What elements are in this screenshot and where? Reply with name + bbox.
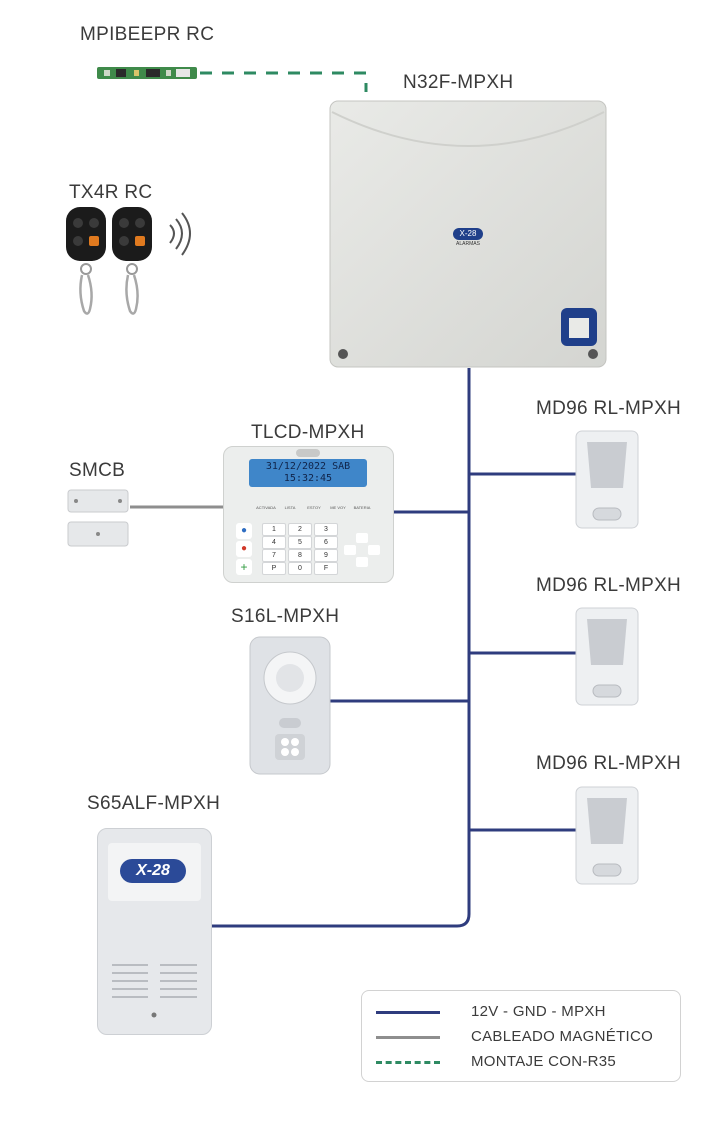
motion-sensor-3 [575,786,639,885]
legend-item-montaje: MONTAJE CON-R35 [362,1050,680,1076]
keypad-screen-line1: 31/12/2022 SAB [265,461,351,472]
panel-label: N32F-MPXH [403,72,514,93]
panel-logo-sub: ALARMAS [456,241,480,247]
keypad-medical-key[interactable]: + [236,559,252,575]
receiver-label: MPIBEEPR RC [80,24,215,45]
montaje-link [200,71,368,92]
keypad-key[interactable]: 6 [314,536,338,549]
remote-controls [66,207,191,315]
sensor-1-label: MD96 RL-MPXH [536,398,682,419]
keypad-indicator: ESTOY [307,505,321,510]
keypad-logo [296,449,320,457]
mpxh-bus [210,368,471,928]
keypad-key[interactable]: 9 [314,549,338,562]
legend: 12V - GND - MPXH CABLEADO MAGNÉTICO MONT… [361,990,681,1082]
sensor-2-label: MD96 RL-MPXH [536,575,682,596]
keypad-key[interactable]: 5 [288,536,312,549]
outdoor-siren: X-28 [97,828,212,1035]
legend-label-mpxh: 12V - GND - MPXH [471,1003,606,1020]
alarm-panel: X-28 ALARMAS [329,100,607,368]
remote-label: TX4R RC [69,182,153,203]
legend-swatch-magnetic [376,1036,440,1039]
legend-item-magnetic: CABLEADO MAGNÉTICO [362,1025,680,1051]
legend-label-magnetic: CABLEADO MAGNÉTICO [471,1028,654,1045]
keypad-key[interactable]: P [262,562,286,575]
keypad-key[interactable]: 1 [262,523,286,536]
keypad-panic-key[interactable]: ● [236,523,252,539]
keypad-screen: 31/12/2022 SAB 15:32:45 [249,459,367,487]
siren-ext-label: S65ALF-MPXH [87,793,221,814]
keypad-nav-keys[interactable] [342,525,382,573]
legend-label-montaje: MONTAJE CON-R35 [471,1053,617,1070]
keypad-key[interactable]: 2 [288,523,312,536]
keypad-label: TLCD-MPXH [251,422,365,443]
panel-logo: X-28 [453,228,483,240]
keypad-fire-key[interactable]: ● [236,541,252,557]
legend-swatch-mpxh [376,1011,440,1014]
keypad-indicators: ACTIVADA LISTA ESTOY ME VOY BATERIA [254,503,374,517]
motion-sensor-2 [575,607,639,706]
contact-label: SMCB [69,460,126,481]
keypad-indicator: BATERIA [353,505,371,510]
keypad-indicator: ACTIVADA [256,505,276,510]
keypad-key[interactable]: 0 [288,562,312,575]
keypad-indicator: LISTA [284,505,296,510]
keypad-key[interactable]: 7 [262,549,286,562]
siren-int-label: S16L-MPXH [231,606,340,627]
magnetic-contact [67,489,129,547]
legend-swatch-montaje [376,1061,440,1064]
siren-grille [112,964,197,1018]
lcd-keypad: 31/12/2022 SAB 15:32:45 ACTIVADA LISTA EST… [223,446,394,583]
legend-item-mpxh: 12V - GND - MPXH [362,1000,680,1026]
siren-logo: X-28 [120,859,186,883]
sensor-3-label: MD96 RL-MPXH [536,753,682,774]
keypad-key[interactable]: F [314,562,338,575]
keypad-indicator: ME VOY [330,505,346,510]
keypad-key[interactable]: 4 [262,536,286,549]
keypad-screen-line2: 15:32:45 [283,473,333,484]
keypad-key[interactable]: 8 [288,549,312,562]
indoor-siren [249,636,331,775]
keypad-key[interactable]: 3 [314,523,338,536]
receiver-board [97,67,197,79]
motion-sensor-1 [575,430,639,529]
